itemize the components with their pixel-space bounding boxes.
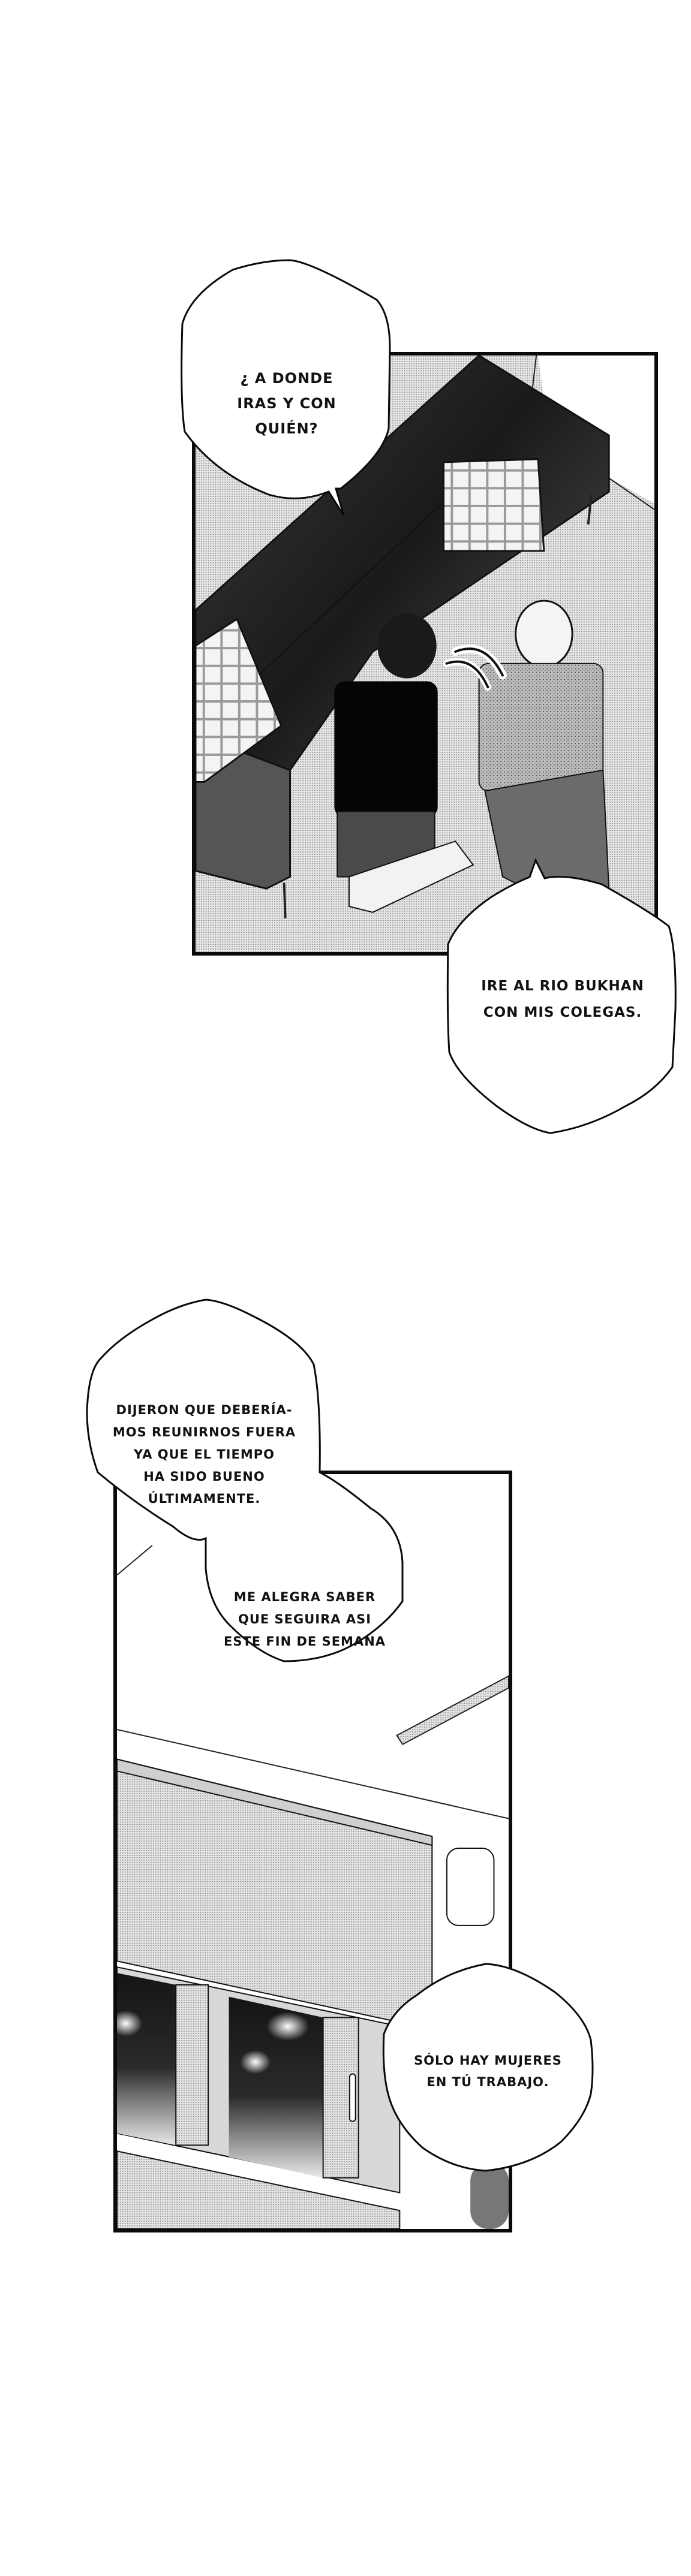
speech-bubble-4-text: ME ALEGRA SABER QUE SEGUIRA ASI ESTE FIN… bbox=[200, 1586, 410, 1653]
speech-bubble-outline bbox=[181, 259, 391, 516]
speech-line: SÓLO HAY MUJERES bbox=[414, 2053, 562, 2068]
speech-bubble-2: IRE AL RIO BUKHAN CON MIS COLEGAS. bbox=[446, 858, 680, 1136]
speech-bubble-1-text: ¿ A DONDE IRAS Y CON QUIÉN? bbox=[179, 366, 395, 441]
speech-bubble-outline bbox=[86, 1298, 404, 1662]
speech-bubble-3-4-merged: DIJERON QUE DEBERÍA- MOS REUNIRNOS FUERA… bbox=[86, 1298, 410, 1664]
speech-bubble-5-text: SÓLO HAY MUJERES EN TÚ TRABAJO. bbox=[381, 2050, 595, 2093]
speech-line: MOS REUNIRNOS FUERA bbox=[112, 1425, 296, 1439]
speech-line: IRE AL RIO BUKHAN bbox=[481, 978, 644, 994]
speech-bubble-2-text: IRE AL RIO BUKHAN CON MIS COLEGAS. bbox=[446, 973, 680, 1026]
speech-line: ME ALEGRA SABER bbox=[233, 1590, 376, 1604]
speech-bubble-outline bbox=[382, 1963, 594, 2172]
speech-line: DIJERON QUE DEBERÍA- bbox=[116, 1403, 293, 1417]
speech-line: HA SIDO BUENO bbox=[143, 1469, 265, 1484]
speech-line: YA QUE EL TIEMPO bbox=[134, 1447, 275, 1462]
speech-line: CON MIS COLEGAS. bbox=[483, 1005, 642, 1020]
speech-bubble-1: ¿ A DONDE IRAS Y CON QUIÉN? bbox=[179, 258, 395, 516]
speech-bubble-outline bbox=[446, 858, 677, 1134]
speech-bubble-5: SÓLO HAY MUJERES EN TÚ TRABAJO. bbox=[381, 1962, 595, 2172]
speech-bubble-3-text: DIJERON QUE DEBERÍA- MOS REUNIRNOS FUERA… bbox=[86, 1399, 323, 1510]
speech-line: ÚLTIMAMENTE. bbox=[148, 1492, 261, 1506]
speech-line: IRAS Y CON bbox=[237, 395, 337, 412]
speech-line: QUE SEGUIRA ASI bbox=[238, 1612, 372, 1626]
speech-line: ESTE FIN DE SEMANA bbox=[223, 1634, 386, 1649]
speech-line: ¿ A DONDE bbox=[240, 370, 334, 387]
speech-line: QUIÉN? bbox=[255, 420, 319, 437]
speech-line: EN TÚ TRABAJO. bbox=[426, 2075, 549, 2089]
